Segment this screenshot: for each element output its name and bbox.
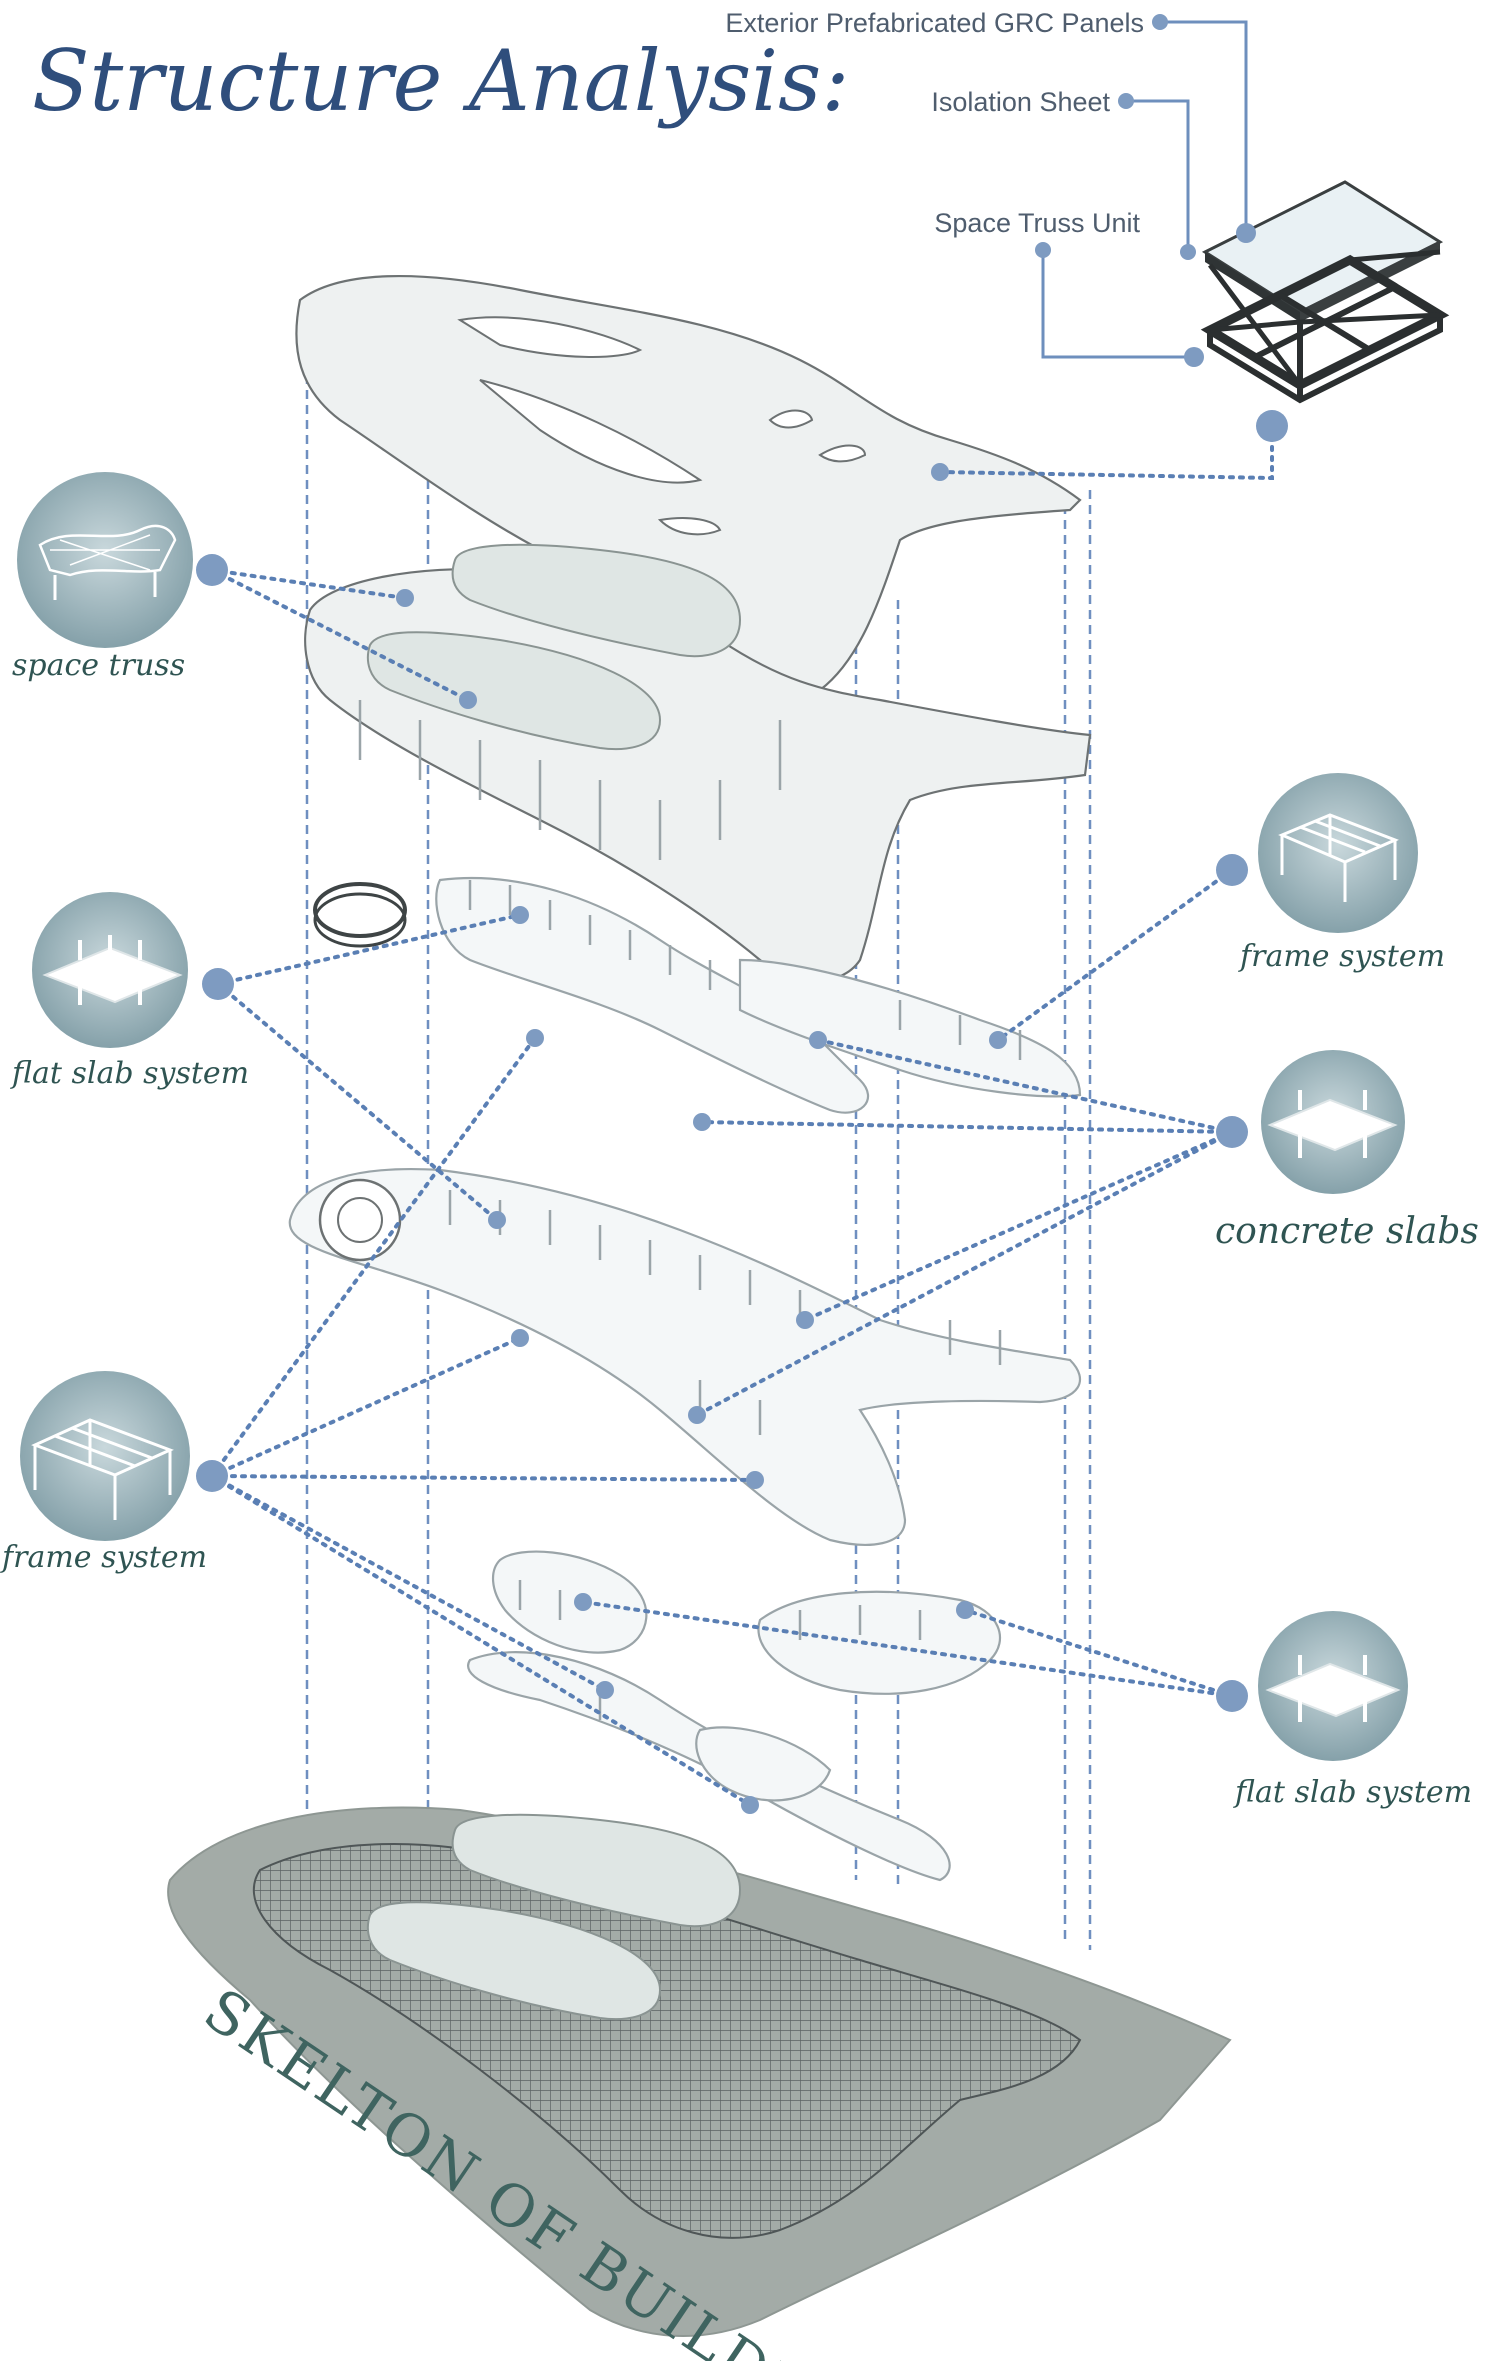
callout-grc-panels: Exterior Prefabricated GRC Panels bbox=[725, 8, 1144, 38]
basement-slabs bbox=[467, 1550, 1002, 1882]
label-flat-slab-left: flat slab system bbox=[10, 1056, 249, 1091]
building-base bbox=[167, 1806, 1232, 2338]
callout-dots bbox=[931, 14, 1288, 481]
thumb-frame-system-left bbox=[20, 1371, 190, 1541]
roof-shell-mesh bbox=[295, 274, 1082, 702]
system-leaders bbox=[210, 568, 1234, 1807]
label-frame-system-left: frame system bbox=[0, 1540, 207, 1575]
callout-isolation-sheet: Isolation Sheet bbox=[931, 87, 1110, 117]
label-concrete-slabs: concrete slabs bbox=[1215, 1211, 1479, 1252]
main-floor-slab bbox=[288, 1167, 1081, 1546]
label-space-truss: space truss bbox=[12, 648, 185, 683]
thumb-flat-slab-right bbox=[1258, 1611, 1408, 1761]
upper-floor-slab bbox=[313, 876, 1082, 1114]
truss-unit-detail bbox=[1200, 180, 1450, 404]
space-truss-layer bbox=[304, 543, 1092, 982]
callout-space-truss-unit: Space Truss Unit bbox=[934, 208, 1140, 238]
label-flat-slab-right: flat slab system bbox=[1233, 1775, 1472, 1810]
thumb-space-truss bbox=[17, 472, 193, 648]
label-frame-system-right: frame system bbox=[1238, 939, 1445, 974]
thumb-flat-slab-left bbox=[32, 892, 188, 1048]
callout-leaders bbox=[938, 20, 1274, 481]
thumb-concrete-slabs bbox=[1261, 1050, 1405, 1194]
page-title: Structure Analysis: bbox=[32, 32, 850, 130]
thumb-frame-system-right bbox=[1258, 773, 1418, 933]
system-leader-dots bbox=[196, 554, 1248, 1814]
